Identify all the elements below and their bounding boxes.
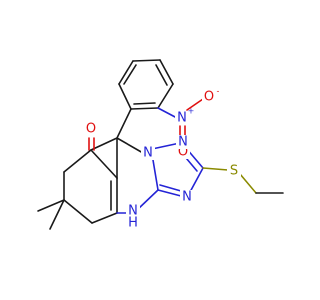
- bond-ph-4: [159, 59, 174, 85]
- atom-labels: N + O - O O N N N N H S: [84, 87, 241, 231]
- atom-nitro-n-charge: +: [188, 107, 195, 116]
- bond-ph-1: [118, 83, 132, 110]
- bond-ph-6b: [133, 102, 156, 105]
- bond-c2-s: [202, 167, 229, 171]
- bond-c8a-c8: [90, 149, 118, 179]
- atom-nitro-n: N: [177, 111, 187, 126]
- atom-ring-n3: N: [182, 190, 192, 205]
- atom-amine-h: H: [128, 216, 138, 231]
- bond-c2-n3: [189, 167, 204, 193]
- bond-c9-c8: [90, 137, 118, 151]
- bond-nitro-o1: [186, 98, 204, 111]
- bond-ph-2b: [123, 64, 137, 85]
- bond-c9-n1: [116, 137, 144, 154]
- molecule-structure: N + O - O O N N N N H S: [37, 59, 284, 231]
- bond-n1-n2: [151, 142, 181, 150]
- bond-c5-c4a: [91, 212, 118, 224]
- bond-c6-c5: [63, 199, 93, 224]
- bond-ph-2: [118, 60, 134, 85]
- bond-ph-c9: [116, 108, 132, 139]
- atom-nitro-o-double: O: [178, 145, 188, 160]
- bond-n3-c3a: [157, 189, 182, 197]
- molecule-diagram: N + O - O O N N N N H S: [37, 59, 284, 231]
- bond-c8-c7: [63, 149, 92, 173]
- bond-c3a-nh: [136, 189, 159, 211]
- atom-ketone-o: O: [86, 122, 96, 137]
- atom-nitro-o-minus: O: [204, 90, 214, 105]
- bond-ph-nitro: [157, 107, 178, 119]
- bond-ph-5: [157, 83, 174, 109]
- bonds: [37, 59, 284, 230]
- bond-s-ch2: [239, 173, 257, 194]
- atom-ring-n1: N: [143, 146, 153, 161]
- atom-nitro-o-charge: -: [217, 87, 220, 96]
- bond-me1: [37, 199, 65, 212]
- atom-thio-s: S: [230, 164, 238, 179]
- bond-ph-6: [130, 107, 159, 110]
- bond-n3-c3a-b: [159, 184, 182, 192]
- bond-ph-4b: [155, 64, 168, 86]
- atom-ring-n2: N: [178, 135, 188, 150]
- atom-amine-n: N: [128, 204, 138, 219]
- bond-me2: [49, 199, 65, 230]
- bond-n1-c3a: [152, 159, 159, 191]
- bond-ph-3: [132, 59, 161, 62]
